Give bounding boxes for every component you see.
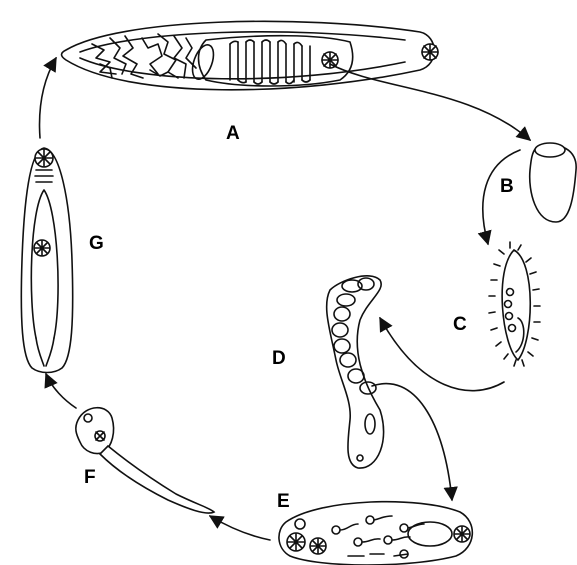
arrow-e-to-f xyxy=(210,516,270,540)
arrow-f-to-g xyxy=(46,374,76,408)
label-stage-a: A xyxy=(226,124,240,143)
arrow-g-to-a xyxy=(40,58,56,138)
label-stage-b: B xyxy=(500,177,514,196)
stage-g-juvenile xyxy=(21,148,72,373)
arrow-b-to-c xyxy=(483,150,520,244)
stage-f-cercaria xyxy=(76,408,214,513)
oral-sucker xyxy=(422,44,438,60)
label-stage-d: D xyxy=(272,349,286,368)
stage-c-miracidium xyxy=(489,242,540,366)
label-stage-e: E xyxy=(277,492,290,511)
arrow-d-to-e xyxy=(372,384,452,500)
stage-d-sporocyst xyxy=(327,276,384,468)
label-stage-f: F xyxy=(84,468,96,487)
arrow-a-to-b xyxy=(330,64,530,140)
label-stage-c: C xyxy=(453,315,467,334)
cycle-arrows xyxy=(40,58,530,540)
redia-pharynx xyxy=(454,526,470,542)
arrow-c-to-d xyxy=(380,318,504,391)
stage-b-egg xyxy=(530,143,576,222)
stage-a-adult-worm xyxy=(62,21,439,89)
ventral-sucker xyxy=(322,52,338,68)
stage-e-redia xyxy=(279,502,472,565)
label-stage-g: G xyxy=(89,234,104,253)
